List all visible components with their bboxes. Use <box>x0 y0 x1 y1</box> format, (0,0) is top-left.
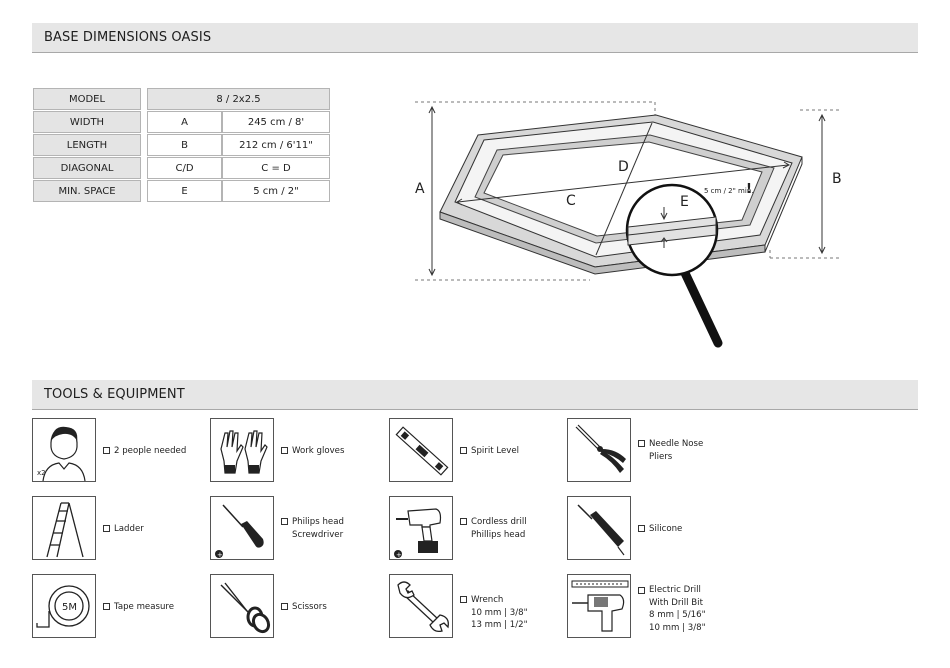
svg-text:+: + <box>217 551 223 559</box>
row-value: C = D <box>222 157 330 179</box>
tool-item: Needle Nose Pliers <box>567 418 747 482</box>
people-count: x2 <box>37 469 46 477</box>
tool-item: Electric Drill With Drill Bit 8 mm | 5/1… <box>567 574 747 638</box>
label-e: E <box>680 194 689 210</box>
tape-measure-label: 5M <box>62 602 77 613</box>
tool-label: Tape measure <box>114 602 175 612</box>
row-key: B <box>147 134 222 156</box>
silicone-gun-icon <box>567 496 631 560</box>
dimensions-section-header: BASE DIMENSIONS OASIS <box>32 23 918 53</box>
tool-label: Electric Drill With Drill Bit 8 mm | 5/1… <box>649 585 706 633</box>
checkbox[interactable] <box>281 518 288 525</box>
row-label: DIAGONAL <box>33 157 141 179</box>
row-value: 245 cm / 8' <box>222 111 330 133</box>
tool-label: Ladder <box>114 524 144 534</box>
checkbox[interactable] <box>638 440 645 447</box>
checkbox[interactable] <box>638 525 645 532</box>
checkbox[interactable] <box>281 447 288 454</box>
checkbox[interactable] <box>103 447 110 454</box>
ladder-icon <box>32 496 96 560</box>
checkbox[interactable] <box>460 518 467 525</box>
label-a: A <box>415 181 425 197</box>
model-value: 8 / 2x2.5 <box>147 88 330 110</box>
row-value: 212 cm / 6'11" <box>222 134 330 156</box>
tool-item: Spirit Level <box>389 418 569 482</box>
model-label: MODEL <box>33 88 141 110</box>
tool-item: x2 2 people needed <box>32 418 212 482</box>
tool-label: Work gloves <box>292 446 345 456</box>
spirit-level-icon <box>389 418 453 482</box>
needle-nose-pliers-icon <box>567 418 631 482</box>
screwdriver-icon: + <box>210 496 274 560</box>
tool-item: + Philips head Screwdriver <box>210 496 390 560</box>
row-label: MIN. SPACE <box>33 180 141 202</box>
tool-label: Cordless drill Phillips head <box>471 517 527 540</box>
tape-measure-icon: 5M <box>32 574 96 638</box>
cordless-drill-icon: + <box>389 496 453 560</box>
tool-label: Needle Nose Pliers <box>649 439 704 462</box>
tools-section-title: TOOLS & EQUIPMENT <box>44 387 185 402</box>
tool-label: Philips head Screwdriver <box>292 517 344 540</box>
warning-icon: ! <box>746 182 752 197</box>
tool-item: + Cordless drill Phillips head <box>389 496 569 560</box>
row-key: E <box>147 180 222 202</box>
magnifier-handle <box>680 268 723 348</box>
base-dimensions-diagram: A B C D E 5 cm / 2" min. ! <box>415 101 842 348</box>
checkbox[interactable] <box>638 587 645 594</box>
label-d: D <box>618 159 629 175</box>
checkbox[interactable] <box>460 447 467 454</box>
tool-label: Silicone <box>649 524 683 534</box>
tool-label: 2 people needed <box>114 446 187 456</box>
tools-section-header: TOOLS & EQUIPMENT <box>32 380 918 410</box>
dimensions-section-title: BASE DIMENSIONS OASIS <box>44 30 212 45</box>
electric-drill-icon <box>567 574 631 638</box>
tool-item: Scissors <box>210 574 390 638</box>
label-b: B <box>832 171 842 187</box>
row-label: WIDTH <box>33 111 141 133</box>
tool-label: Spirit Level <box>471 446 520 456</box>
row-key: A <box>147 111 222 133</box>
checkbox[interactable] <box>460 596 467 603</box>
tool-item: 5M Tape measure <box>32 574 212 638</box>
min-space-note: 5 cm / 2" min. <box>704 187 753 195</box>
wrench-icon <box>389 574 453 638</box>
tool-label: Scissors <box>292 602 327 612</box>
checkbox[interactable] <box>281 603 288 610</box>
row-label: LENGTH <box>33 134 141 156</box>
tool-item: Wrench 10 mm | 3/8" 13 mm | 1/2" <box>389 574 569 638</box>
row-key: C/D <box>147 157 222 179</box>
scissors-icon <box>210 574 274 638</box>
tool-item: Work gloves <box>210 418 390 482</box>
checkbox[interactable] <box>103 525 110 532</box>
checkbox[interactable] <box>103 603 110 610</box>
row-value: 5 cm / 2" <box>222 180 330 202</box>
work-gloves-icon <box>210 418 274 482</box>
label-c: C <box>566 193 576 209</box>
svg-text:+: + <box>396 551 402 559</box>
tool-label: Wrench 10 mm | 3/8" 13 mm | 1/2" <box>471 595 528 630</box>
tool-item: Silicone <box>567 496 747 560</box>
person-icon: x2 <box>32 418 96 482</box>
tool-item: Ladder <box>32 496 212 560</box>
